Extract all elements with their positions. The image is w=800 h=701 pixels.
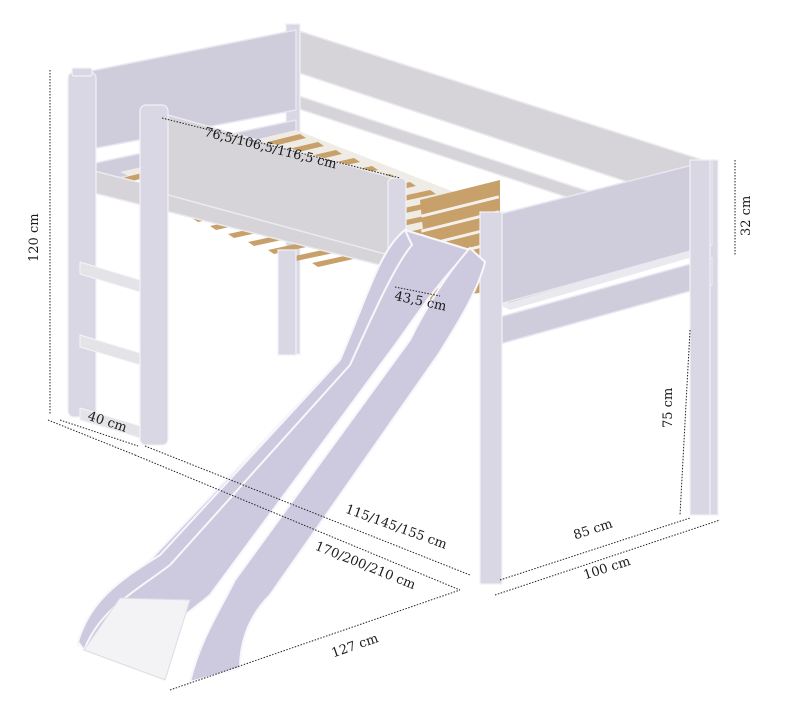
slide: [76, 228, 487, 684]
ladder-rung-1: [79, 261, 141, 293]
ladder: [67, 67, 169, 446]
ladder-rung-3: [79, 407, 141, 439]
back-left-leg: [277, 249, 297, 356]
foot-end-panel: [495, 159, 713, 346]
label-underbed-clearance: 75 cm: [661, 387, 676, 428]
label-guard-height: 32 cm: [739, 195, 754, 236]
dimension-lines: [47, 70, 736, 691]
ladder-rung-2: [79, 334, 141, 366]
foot-right-leg: [689, 159, 711, 516]
label-total-height: 120 cm: [27, 213, 42, 262]
front-right-leg: [479, 211, 503, 585]
